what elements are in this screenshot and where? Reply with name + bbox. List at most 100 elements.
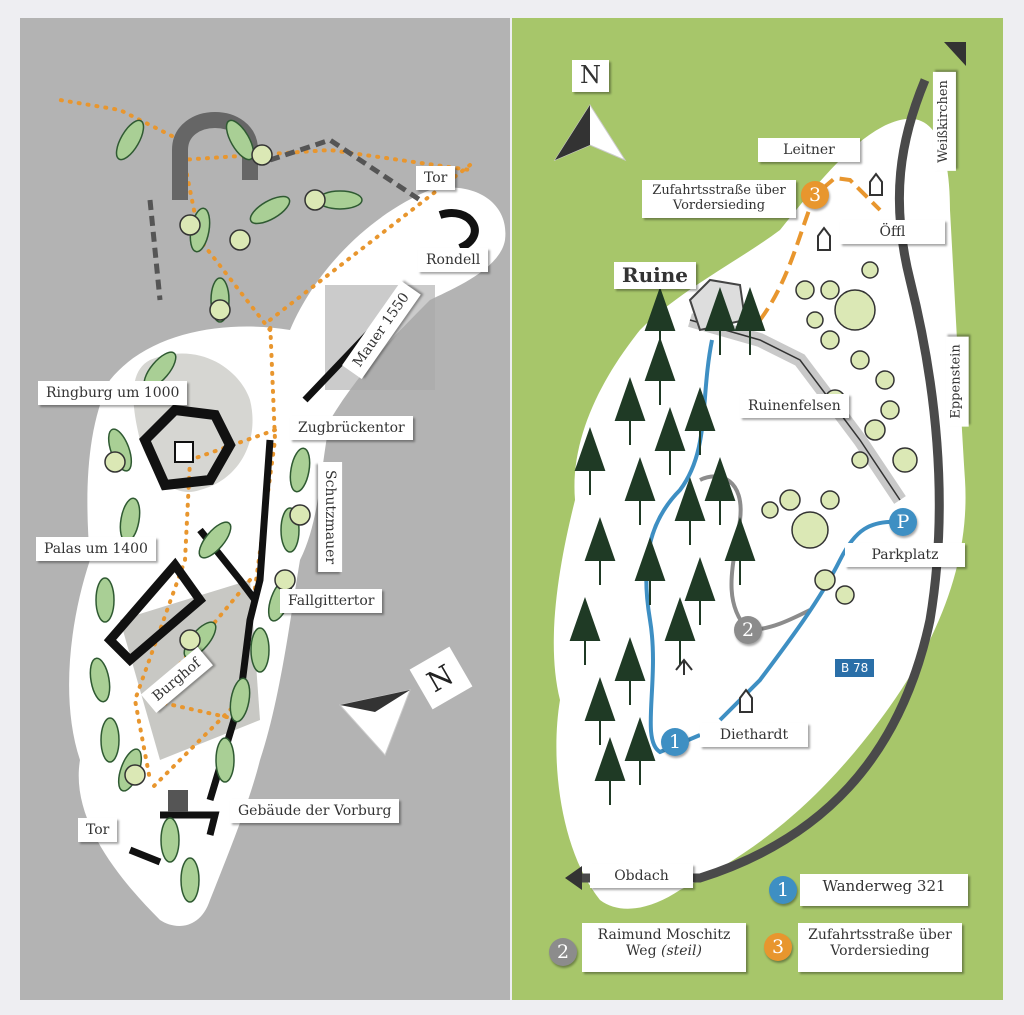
marker-3: 3 — [801, 181, 829, 209]
label-vorburg: Gebäude der Vorburg — [230, 799, 400, 824]
shrub — [179, 214, 201, 236]
label-parkplatz: Parkplatz — [845, 543, 965, 568]
path-2-gray — [699, 474, 811, 633]
deciduous-tree — [820, 330, 840, 350]
label-palas: Palas um 1400 — [36, 537, 156, 562]
leaf-shape — [100, 717, 120, 763]
label-diethardt: Diethardt — [700, 723, 808, 748]
conifer-tree — [644, 286, 676, 355]
conifer-tree — [684, 386, 716, 455]
deciduous-tree — [820, 280, 840, 300]
conifer-tree — [569, 596, 601, 665]
label-ringburg: Ringburg um 1000 — [38, 381, 188, 406]
road-badge-b78: B 78 — [835, 659, 875, 677]
legend-moschitz-line2: Weg (steil) — [590, 943, 738, 959]
conifer-tree — [684, 556, 716, 625]
shrub — [251, 144, 273, 166]
shrub — [289, 504, 311, 526]
leaf-shape — [115, 119, 145, 161]
label-oeffl: Öffl — [840, 220, 945, 245]
legend-moschitz-weg: Weg — [626, 943, 657, 960]
label-weisskirchen: Weißkirchen — [932, 72, 956, 171]
label-tor-top: Tor — [416, 166, 456, 191]
deciduous-tree — [851, 451, 869, 469]
legend-marker-2: 2 — [549, 938, 577, 966]
vorburg-building — [168, 790, 188, 812]
shrub — [274, 569, 296, 591]
leaf-shape — [160, 817, 180, 863]
conifer-tree — [594, 736, 626, 805]
shrub — [124, 764, 146, 786]
legend-marker-3: 3 — [764, 933, 792, 961]
label-rondell: Rondell — [418, 248, 489, 273]
label-schutzmauer: Schutzmauer — [318, 462, 343, 573]
conifer-tree — [614, 636, 646, 705]
shrub — [229, 229, 251, 251]
conifer-tree — [624, 716, 656, 785]
deciduous-tree — [806, 311, 824, 329]
house-icons — [675, 172, 883, 713]
deciduous-tree — [835, 585, 855, 605]
road-b78 — [575, 78, 944, 883]
legend-marker-1: 1 — [769, 876, 797, 904]
label-leitner: Leitner — [758, 138, 860, 163]
conifer-tree — [654, 406, 686, 475]
label-fallgittertor: Fallgittertor — [280, 589, 383, 614]
deciduous-tree — [875, 370, 895, 390]
deciduous-tree — [820, 490, 840, 510]
deciduous-tree — [761, 501, 779, 519]
road-arrow-obdach — [565, 866, 582, 890]
label-obdach: Obdach — [590, 864, 693, 889]
legend-zufahrt-line1: Zufahrtsstraße über — [808, 927, 952, 943]
leaf-shape — [198, 521, 232, 559]
label-tor-bottom: Tor — [78, 818, 118, 843]
conifer-tree — [614, 376, 646, 445]
ruined-walls — [147, 137, 422, 301]
label-zugbrueckentor: Zugbrückentor — [290, 416, 413, 441]
left-compass — [339, 646, 473, 756]
label-ruinenfelsen: Ruinenfelsen — [740, 394, 849, 419]
deciduous-tree — [864, 419, 886, 441]
label-eppenstein: Eppenstein — [945, 336, 969, 427]
legend-zufahrt: Zufahrtsstraße über Vordersieding — [798, 923, 962, 972]
label-zufahrt: Zufahrtsstraße über Vordersieding — [642, 180, 796, 218]
leaf-shape — [89, 657, 111, 703]
deciduous-tree — [834, 289, 876, 331]
shrub — [304, 189, 326, 211]
conifer-tree — [704, 286, 736, 355]
legend-moschitz-line1: Raimund Moschitz — [597, 927, 731, 943]
conifer-tree — [734, 286, 766, 355]
conifer-tree — [634, 536, 666, 605]
right-compass-n: N — [572, 60, 609, 92]
leaf-shape — [229, 677, 251, 723]
deciduous-tree — [814, 569, 836, 591]
marker-2: 2 — [734, 616, 762, 644]
shrub — [104, 451, 126, 473]
deciduous-tree — [779, 489, 801, 511]
palas — [103, 557, 207, 667]
road-arrow-weisskirchen — [944, 42, 966, 66]
shrub — [179, 629, 201, 651]
ringburg-tower — [174, 441, 194, 463]
legend-zufahrt-line2: Vordersieding — [830, 943, 930, 960]
conifer-tree — [724, 516, 756, 585]
legend-moschitz: Raimund Moschitz Weg (steil) — [582, 923, 746, 972]
conifer-tree — [584, 676, 616, 745]
deciduous-tree — [795, 280, 815, 300]
leaf-shape — [180, 857, 200, 903]
conifer-tree — [574, 426, 606, 495]
forest — [569, 286, 766, 805]
conifer-tree — [644, 336, 676, 405]
leaf-shape — [249, 195, 291, 225]
leaf-shape — [250, 627, 270, 673]
leaf-shape — [215, 737, 235, 783]
parking-marker: P — [889, 508, 917, 536]
marker-1: 1 — [661, 728, 689, 756]
conifer-tree — [584, 516, 616, 585]
label-ruine: Ruine — [614, 262, 697, 289]
deciduous-tree — [791, 511, 829, 549]
shrub — [209, 299, 231, 321]
ringburg — [139, 404, 236, 491]
conifer-tree — [674, 476, 706, 545]
